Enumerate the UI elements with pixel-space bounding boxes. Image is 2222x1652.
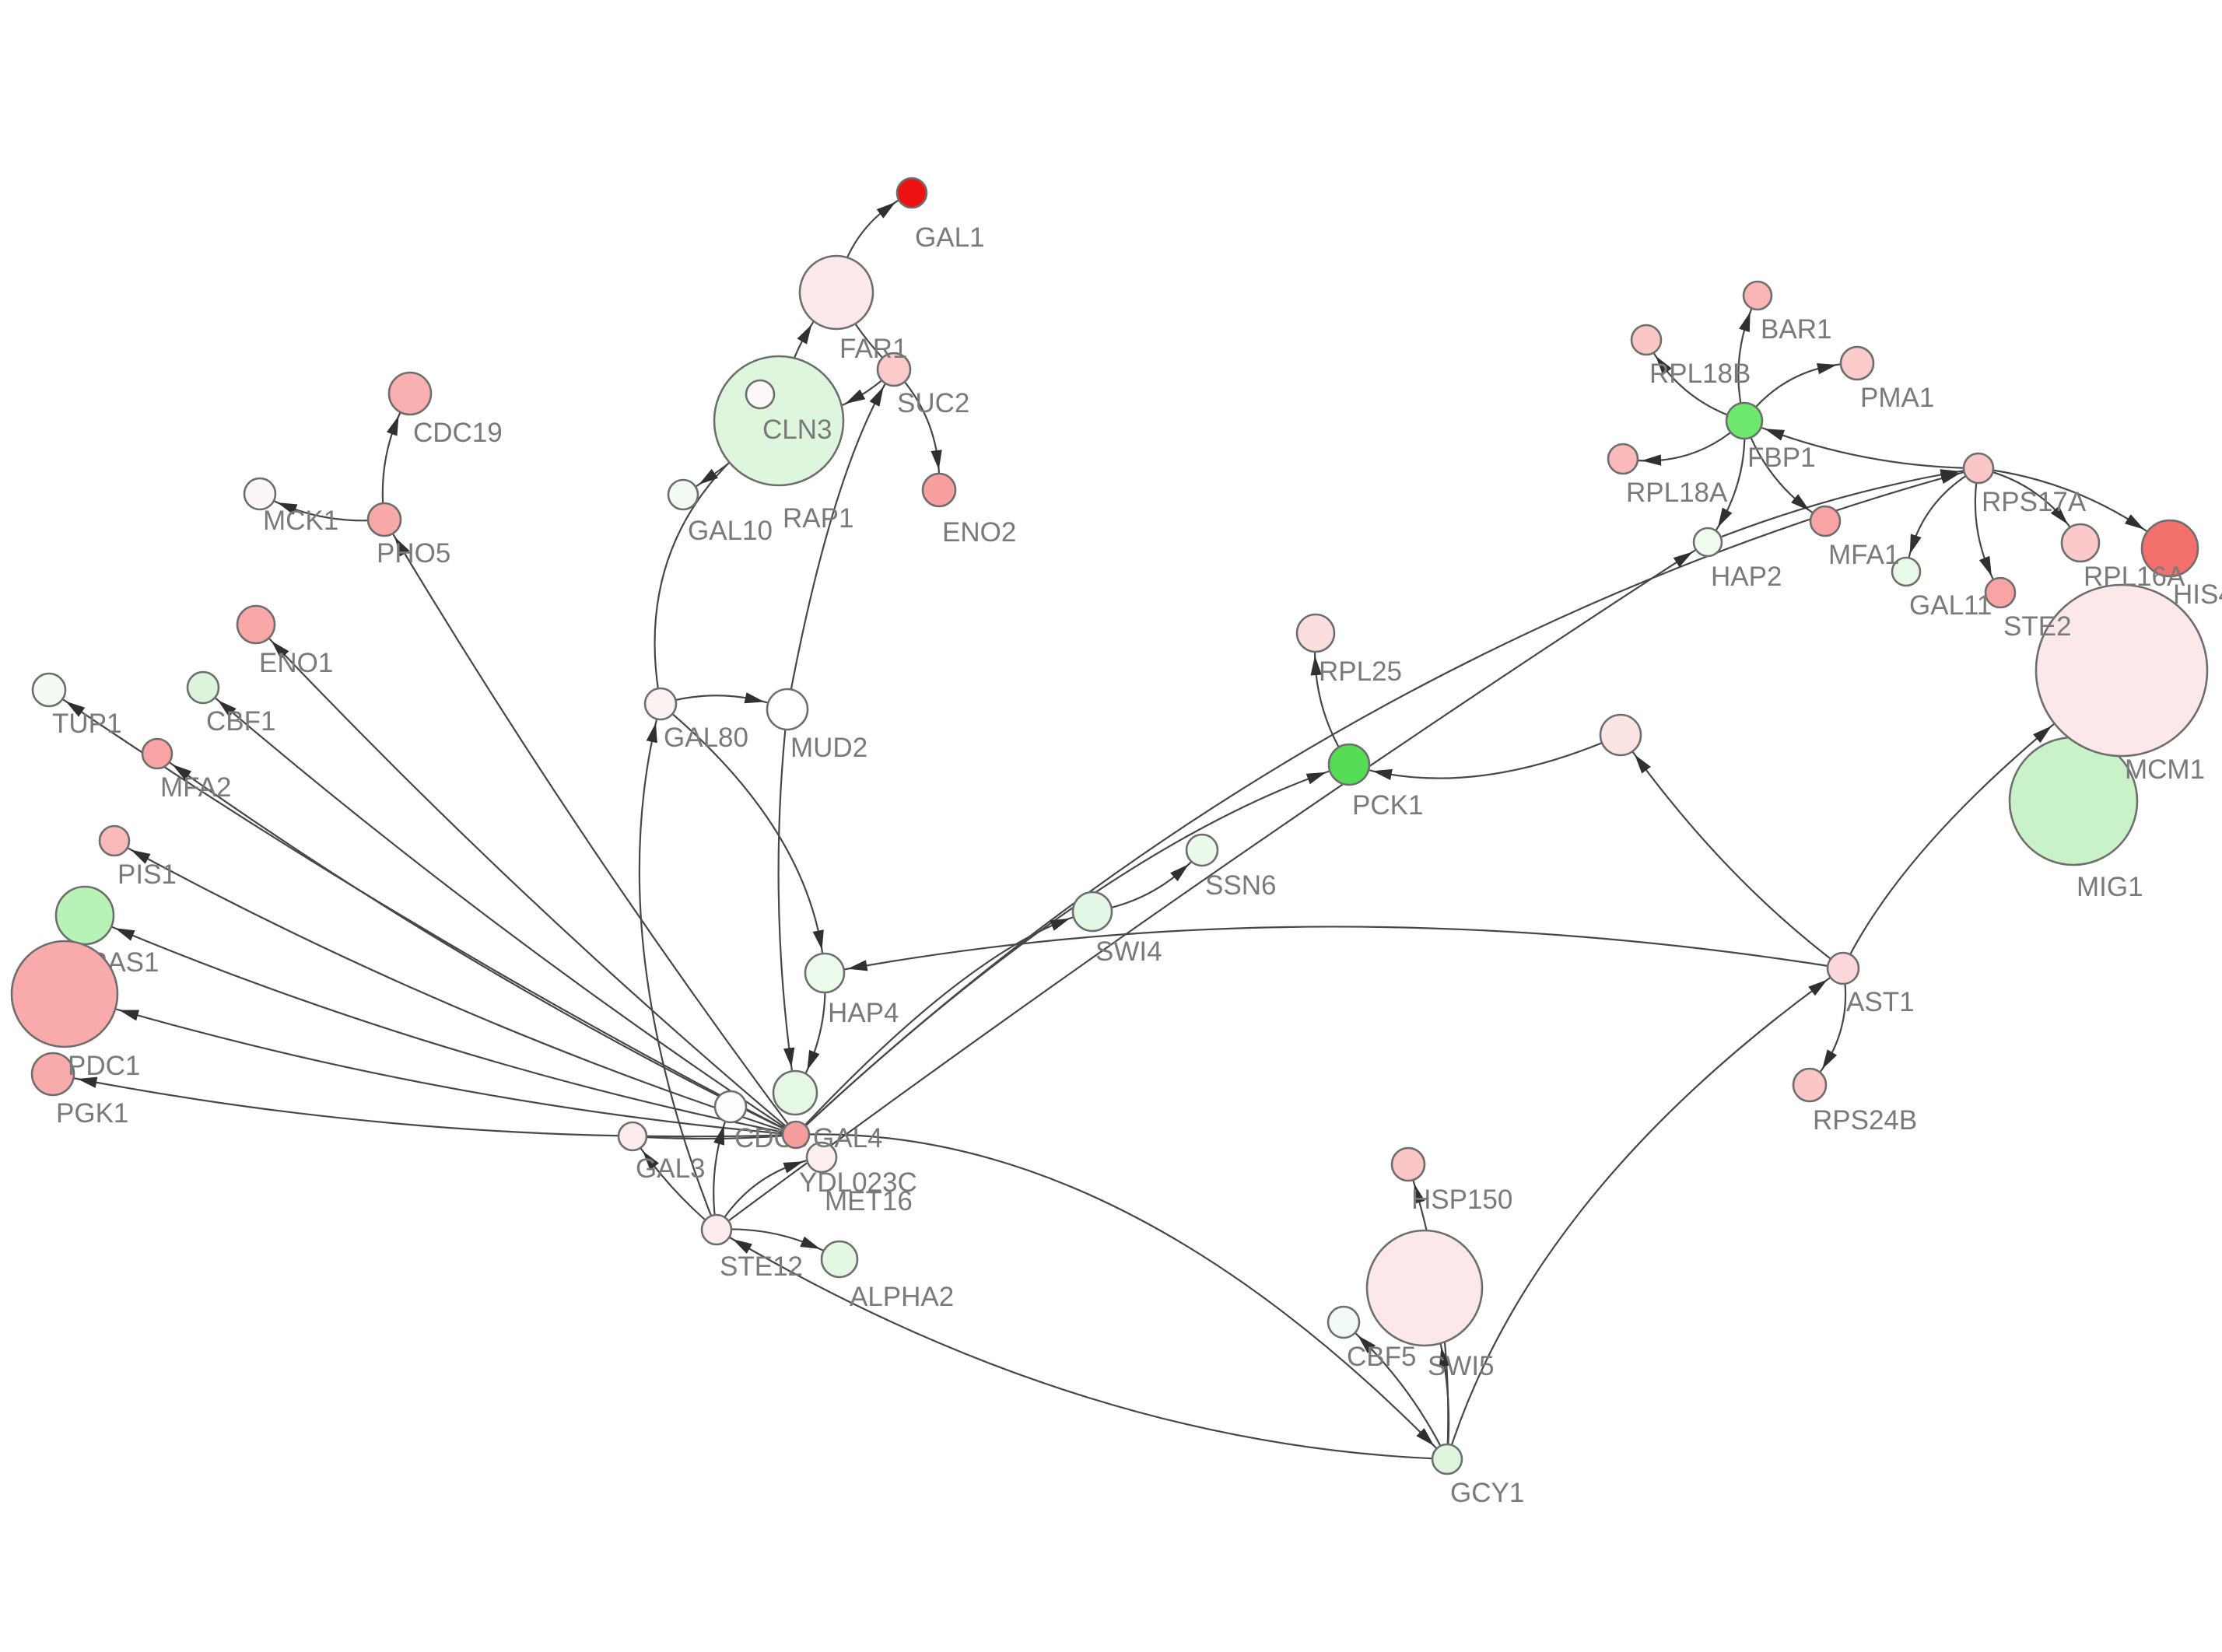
svg-text:RPS17A: RPS17A <box>1982 487 2087 517</box>
svg-text:MIG1: MIG1 <box>2077 872 2143 902</box>
svg-text:ENO2: ENO2 <box>942 517 1016 548</box>
svg-text:CLN3: CLN3 <box>762 415 832 445</box>
svg-text:GAL4: GAL4 <box>813 1123 883 1153</box>
svg-text:PDC1: PDC1 <box>68 1051 140 1081</box>
svg-text:SUC2: SUC2 <box>897 388 969 418</box>
svg-text:SSN6: SSN6 <box>1205 870 1276 901</box>
svg-text:CBF5: CBF5 <box>1347 1342 1416 1372</box>
svg-text:HAP2: HAP2 <box>1711 562 1782 592</box>
svg-text:PMA1: PMA1 <box>1860 383 1934 413</box>
svg-text:MCM1: MCM1 <box>2125 754 2205 785</box>
svg-text:TUP1: TUP1 <box>52 709 121 739</box>
svg-text:CBF1: CBF1 <box>206 706 275 737</box>
svg-text:ALPHA2: ALPHA2 <box>850 1282 954 1312</box>
svg-text:GAL3: GAL3 <box>636 1153 706 1184</box>
svg-text:GAL10: GAL10 <box>688 516 773 546</box>
svg-text:MFA2: MFA2 <box>160 772 231 803</box>
svg-text:MET16: MET16 <box>825 1186 913 1216</box>
svg-text:PGK1: PGK1 <box>56 1098 128 1129</box>
svg-text:HIS4: HIS4 <box>2173 579 2222 610</box>
svg-text:PHO5: PHO5 <box>377 538 450 569</box>
svg-text:RPL16A: RPL16A <box>2084 562 2185 592</box>
svg-text:SWI4: SWI4 <box>1095 936 1162 967</box>
svg-text:RPS24B: RPS24B <box>1813 1105 1917 1136</box>
svg-text:CDC19: CDC19 <box>413 418 503 448</box>
svg-text:HAP4: HAP4 <box>828 998 899 1028</box>
svg-text:PIS1: PIS1 <box>117 859 177 890</box>
svg-text:FBP1: FBP1 <box>1747 443 1816 473</box>
svg-text:RAP1: RAP1 <box>783 503 853 534</box>
svg-text:HSP150: HSP150 <box>1411 1185 1512 1215</box>
svg-text:YDL023C: YDL023C <box>799 1167 917 1198</box>
svg-text:GAL1: GAL1 <box>915 222 985 253</box>
svg-text:AST1: AST1 <box>1846 987 1915 1017</box>
svg-text:SWI5: SWI5 <box>1428 1351 1495 1381</box>
svg-text:GAL80: GAL80 <box>664 723 748 753</box>
svg-text:MFA1: MFA1 <box>1828 540 1899 570</box>
svg-text:ENO1: ENO1 <box>259 648 333 678</box>
svg-text:GAL11: GAL11 <box>1909 590 1992 621</box>
svg-text:FAR1: FAR1 <box>839 334 908 364</box>
svg-text:RPL18B: RPL18B <box>1649 359 1751 389</box>
svg-text:MUD2: MUD2 <box>790 733 867 763</box>
svg-text:STE12: STE12 <box>720 1251 803 1282</box>
svg-text:BAR1: BAR1 <box>1761 314 1831 345</box>
svg-text:PCK1: PCK1 <box>1352 790 1423 821</box>
svg-text:RPL18A: RPL18A <box>1626 478 1728 508</box>
svg-text:MCK1: MCK1 <box>263 506 338 536</box>
svg-text:STE2: STE2 <box>2003 611 2072 642</box>
svg-text:GCY1: GCY1 <box>1450 1478 1524 1508</box>
svg-text:RPL25: RPL25 <box>1319 656 1402 687</box>
